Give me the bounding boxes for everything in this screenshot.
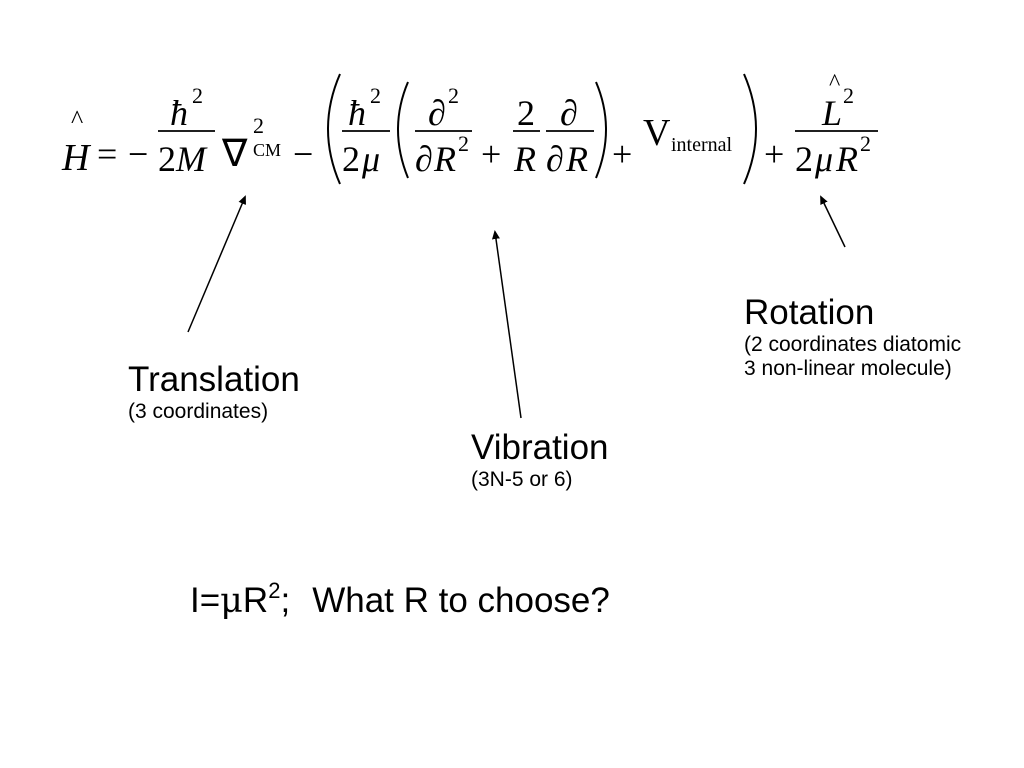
vibration-detail: (3N-5 or 6) [471,468,573,492]
inertia-semicolon: ; [280,581,291,620]
eq-L-hat: ^ [829,70,840,96]
eq-mu-2: μ [814,139,833,179]
eq-R-2: R [513,139,536,179]
translation-title: Translation [128,360,300,399]
question-text: What R to choose? [312,581,610,620]
eq-inner-right-paren [595,81,607,179]
eq-nabla: ∇ [221,133,248,175]
eq-M: M [175,139,208,179]
eq-R-1-exp: 2 [458,131,469,156]
eq-L: L [821,93,842,133]
eq-R-3: R [565,139,588,179]
vibration-label: Vibration (3N-5 or 6) [471,428,609,492]
vibration-arrow [492,230,522,419]
eq-outer-left-paren [327,73,341,185]
eq-hbar-2-exp: 2 [370,83,381,108]
eq-partial-3: ∂ [560,93,578,133]
eq-internal-subscript: internal [671,134,733,156]
eq-partial-4: ∂ [546,139,564,179]
eq-inner-left-paren [397,81,409,179]
rotation-title: Rotation [744,293,875,332]
eq-nabla-exp: 2 [253,113,264,138]
eq-mu-1: μ [361,139,380,179]
eq-R-4-exp: 2 [860,131,871,156]
eq-equals: = [97,134,117,174]
eq-two-3: 2 [517,93,535,133]
rotation-detail-line1: (2 coordinates diatomic [744,333,962,357]
eq-R-4: R [835,139,858,179]
eq-minus-2: − [293,134,313,174]
translation-arrow [187,195,246,333]
eq-minus-1: − [128,134,148,174]
rotation-arrow [820,195,846,248]
eq-hbar-1-exp: 2 [192,83,203,108]
eq-partial-1: ∂ [428,93,446,133]
vibration-title: Vibration [471,428,609,467]
eq-hbar-1: ħ [170,93,188,133]
eq-R-1: R [433,139,456,179]
eq-two-4: 2 [795,139,813,179]
eq-partial-2: ∂ [415,139,433,179]
hamiltonian-equation: H ^ = − ħ 2 2 M ∇ 2 CM − ħ 2 2 μ ∂ 2 ∂ R… [61,70,878,185]
inertia-mu: μ [220,581,243,621]
rotation-detail-line2: 3 non-linear molecule) [744,357,952,381]
inertia-lhs: I= [190,581,221,620]
eq-plus-2: + [612,134,632,174]
eq-V: V [643,112,671,154]
eq-plus-1: + [481,134,501,174]
eq-partial-1-exp: 2 [448,83,459,108]
eq-two-2: 2 [342,139,360,179]
eq-H: H [61,137,92,179]
eq-hbar-2: ħ [348,93,366,133]
moment-of-inertia-line: I=μR2; What R to choose? [190,578,610,621]
eq-two-1: 2 [158,139,176,179]
inertia-r: R [242,581,269,620]
eq-cm-subscript: CM [253,140,281,160]
eq-outer-right-paren [743,73,757,185]
translation-label: Translation (3 coordinates) [128,360,300,424]
eq-H-hat: ^ [71,105,83,134]
inertia-exp: 2 [268,578,281,603]
translation-detail: (3 coordinates) [128,400,269,424]
rotation-label: Rotation (2 coordinates diatomic 3 non-l… [744,293,961,382]
eq-plus-3: + [764,134,784,174]
eq-L-exp: 2 [843,83,854,108]
